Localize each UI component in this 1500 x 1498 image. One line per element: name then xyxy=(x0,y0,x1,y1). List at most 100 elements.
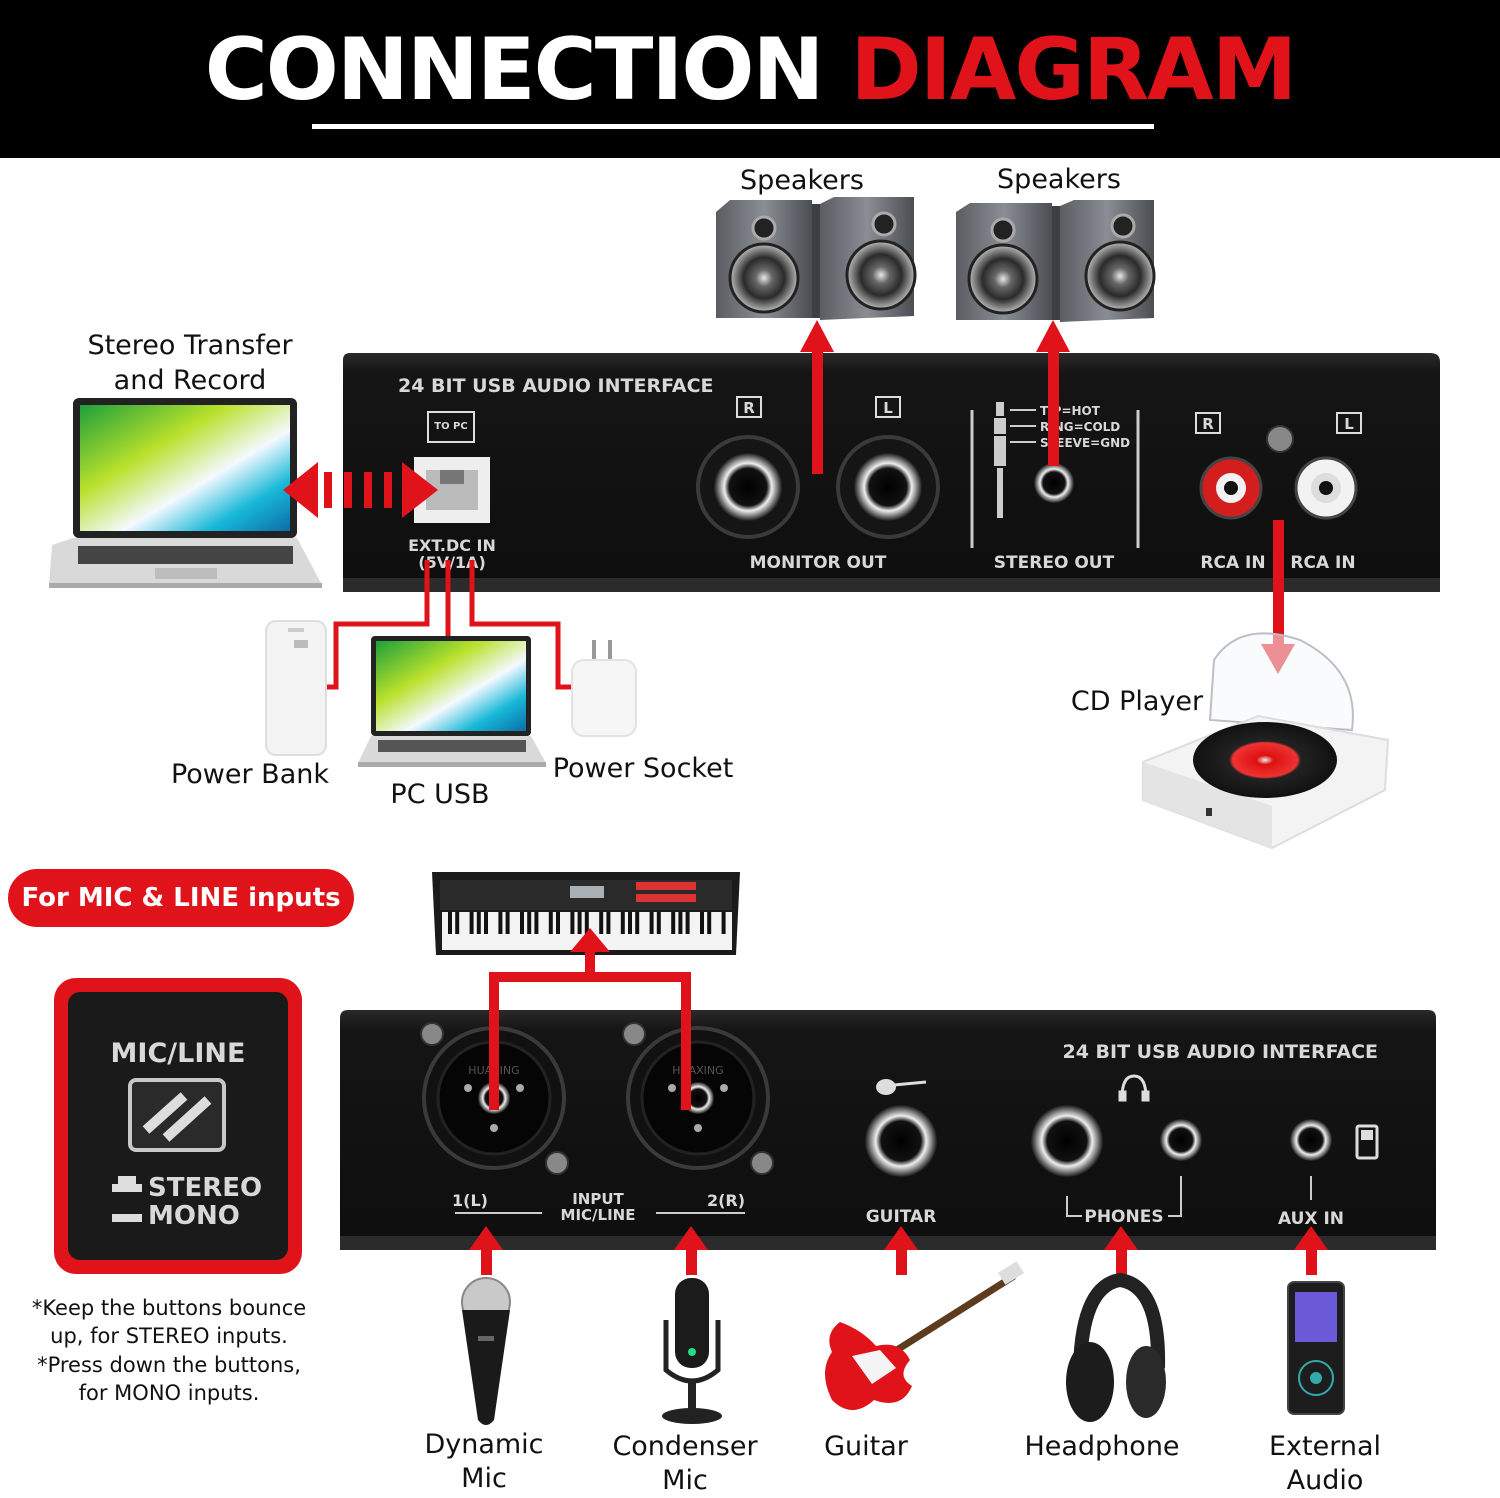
input-label-line1: INPUT xyxy=(572,1190,624,1208)
stereo-out-jack xyxy=(1034,463,1074,503)
guitar-symbol-icon xyxy=(876,1079,927,1095)
keyboard-black-key xyxy=(700,912,704,934)
diagram-title: CONNECTION DIAGRAM xyxy=(0,20,1500,120)
stereo-label: STEREO xyxy=(148,1173,262,1203)
rca-in-label-1: RCA IN xyxy=(1200,553,1265,573)
keyboard-black-key xyxy=(721,912,726,934)
back-panel-title: 24 BIT USB AUDIO INTERFACE xyxy=(398,375,714,397)
power-bank-icon xyxy=(265,620,327,756)
keyboard-black-key xyxy=(620,912,625,934)
mic-line-note-line3: *Press down the buttons, xyxy=(37,1353,301,1377)
arrow-usb-bidirectional xyxy=(283,462,438,518)
laptop-top-label-line2: and Record xyxy=(113,365,267,396)
xlr-brand-2: HUAXING xyxy=(672,1064,723,1077)
mic-line-note-line4: for MONO inputs. xyxy=(78,1381,260,1405)
keyboard-black-key xyxy=(570,912,575,934)
cd-player-icon xyxy=(1142,632,1390,850)
title-red-part: DIAGRAM xyxy=(850,20,1297,120)
sleeve-gnd-label: SLEEVE=GND xyxy=(1040,436,1130,450)
keyboard-black-key xyxy=(599,912,604,934)
speakers-left-icon xyxy=(716,197,917,320)
mono-label: MONO xyxy=(148,1201,240,1231)
arrow-to-speakers-left xyxy=(800,320,834,474)
mic-line-note-line2: up, for STEREO inputs. xyxy=(50,1324,288,1348)
rca-r-label: R xyxy=(1202,415,1214,433)
external-audio-player-icon xyxy=(1287,1281,1345,1415)
guitar-label: Guitar xyxy=(824,1431,908,1462)
keyboard-black-key xyxy=(635,912,640,934)
power-bank-label: Power Bank xyxy=(170,759,330,790)
header-banner: CONNECTION DIAGRAM xyxy=(0,0,1500,158)
input-1-label: 1(L) xyxy=(452,1191,488,1210)
trs-plug-icon xyxy=(994,402,1036,518)
keyboard-black-key xyxy=(584,912,589,934)
headphone-symbol-icon xyxy=(1118,1074,1150,1102)
stereo-out-label: STEREO OUT xyxy=(994,553,1115,573)
pc-usb-label: PC USB xyxy=(390,779,490,810)
ext-dc-line1: EXT.DC IN xyxy=(408,536,496,555)
mic-line-switch-closeup: MIC/LINE STEREO MONO xyxy=(54,978,302,1274)
guitar-input-jack xyxy=(865,1105,937,1177)
power-socket-label: Power Socket xyxy=(552,753,734,784)
speakers-right-label: Speakers xyxy=(997,164,1121,195)
dynamic-mic-label-line2: Mic xyxy=(461,1463,507,1494)
keyboard-black-key xyxy=(556,912,560,934)
condenser-mic-label-line1: Condenser xyxy=(612,1431,758,1462)
mic-line-switch-label: MIC/LINE xyxy=(111,1038,246,1069)
keyboard-black-key xyxy=(678,912,683,934)
guitar-label: GUITAR xyxy=(866,1207,937,1227)
laptop-top-icon xyxy=(49,398,322,588)
aux-in-label: AUX IN xyxy=(1278,1209,1344,1229)
media-player-symbol-icon xyxy=(1355,1124,1379,1160)
pc-usb-laptop-icon xyxy=(358,636,546,767)
monitor-out-label: MONITOR OUT xyxy=(750,553,887,573)
phones-small-jack xyxy=(1160,1119,1202,1161)
monitor-r-label: R xyxy=(743,399,755,417)
keyboard-black-key xyxy=(649,912,654,934)
ext-dc-line2: (5V/1A) xyxy=(418,553,486,572)
power-socket-adapter-icon xyxy=(571,640,637,737)
electric-guitar-icon xyxy=(825,1261,1025,1410)
cd-player-label: CD Player xyxy=(1070,686,1204,717)
dynamic-mic-label-line1: Dynamic xyxy=(424,1429,544,1460)
arrows-to-front-inputs xyxy=(469,1226,1328,1275)
laptop-top-label-line1: Stereo Transfer xyxy=(87,330,293,361)
keyboard-black-key xyxy=(656,912,661,934)
title-underline xyxy=(312,124,1154,129)
keyboard-black-key xyxy=(671,912,676,934)
keyboard-black-key xyxy=(606,912,611,934)
ground-screw-icon xyxy=(1266,425,1294,453)
input-2-label: 2(R) xyxy=(707,1191,745,1210)
mic-line-toggle-button[interactable] xyxy=(128,1078,226,1152)
keyboard-black-key xyxy=(455,912,460,934)
keyboard-black-key xyxy=(534,912,539,934)
phones-large-jack xyxy=(1031,1105,1103,1177)
arrow-to-speakers-right xyxy=(1036,320,1070,466)
speakers-left-label: Speakers xyxy=(740,165,864,196)
keyboard-black-key xyxy=(685,912,690,934)
keyboard-black-key xyxy=(577,912,582,934)
speakers-right-icon xyxy=(956,200,1156,322)
keyboard-black-key xyxy=(484,912,488,934)
external-audio-label-line1: External xyxy=(1268,1431,1382,1462)
mic-line-inputs-badge-text: For MIC & LINE inputs xyxy=(21,883,341,913)
ring-cold-label: RING=COLD xyxy=(1040,420,1120,434)
title-white-part: CONNECTION xyxy=(204,20,825,120)
arrow-keyboard-to-inputs xyxy=(489,948,691,1110)
keyboard-black-key xyxy=(476,912,481,934)
front-panel-title: 24 BIT USB AUDIO INTERFACE xyxy=(1062,1041,1378,1063)
external-audio-label-line2: Audio xyxy=(1286,1465,1364,1496)
rca-in-label-2: RCA IN xyxy=(1290,553,1355,573)
keyboard-black-key xyxy=(628,912,632,934)
dynamic-mic-icon xyxy=(461,1277,511,1425)
headphone-label: Headphone xyxy=(1024,1431,1180,1462)
power-source-lines xyxy=(318,560,578,690)
rca-l-label: L xyxy=(1344,415,1354,433)
keyboard-black-key xyxy=(498,912,503,934)
keyboard-black-key xyxy=(505,912,510,934)
aux-in-jack xyxy=(1290,1119,1332,1161)
mic-line-note-line1: *Keep the buttons bounce xyxy=(31,1296,307,1320)
to-pc-label: TO PC xyxy=(434,421,467,432)
keyboard-black-key xyxy=(527,912,532,934)
